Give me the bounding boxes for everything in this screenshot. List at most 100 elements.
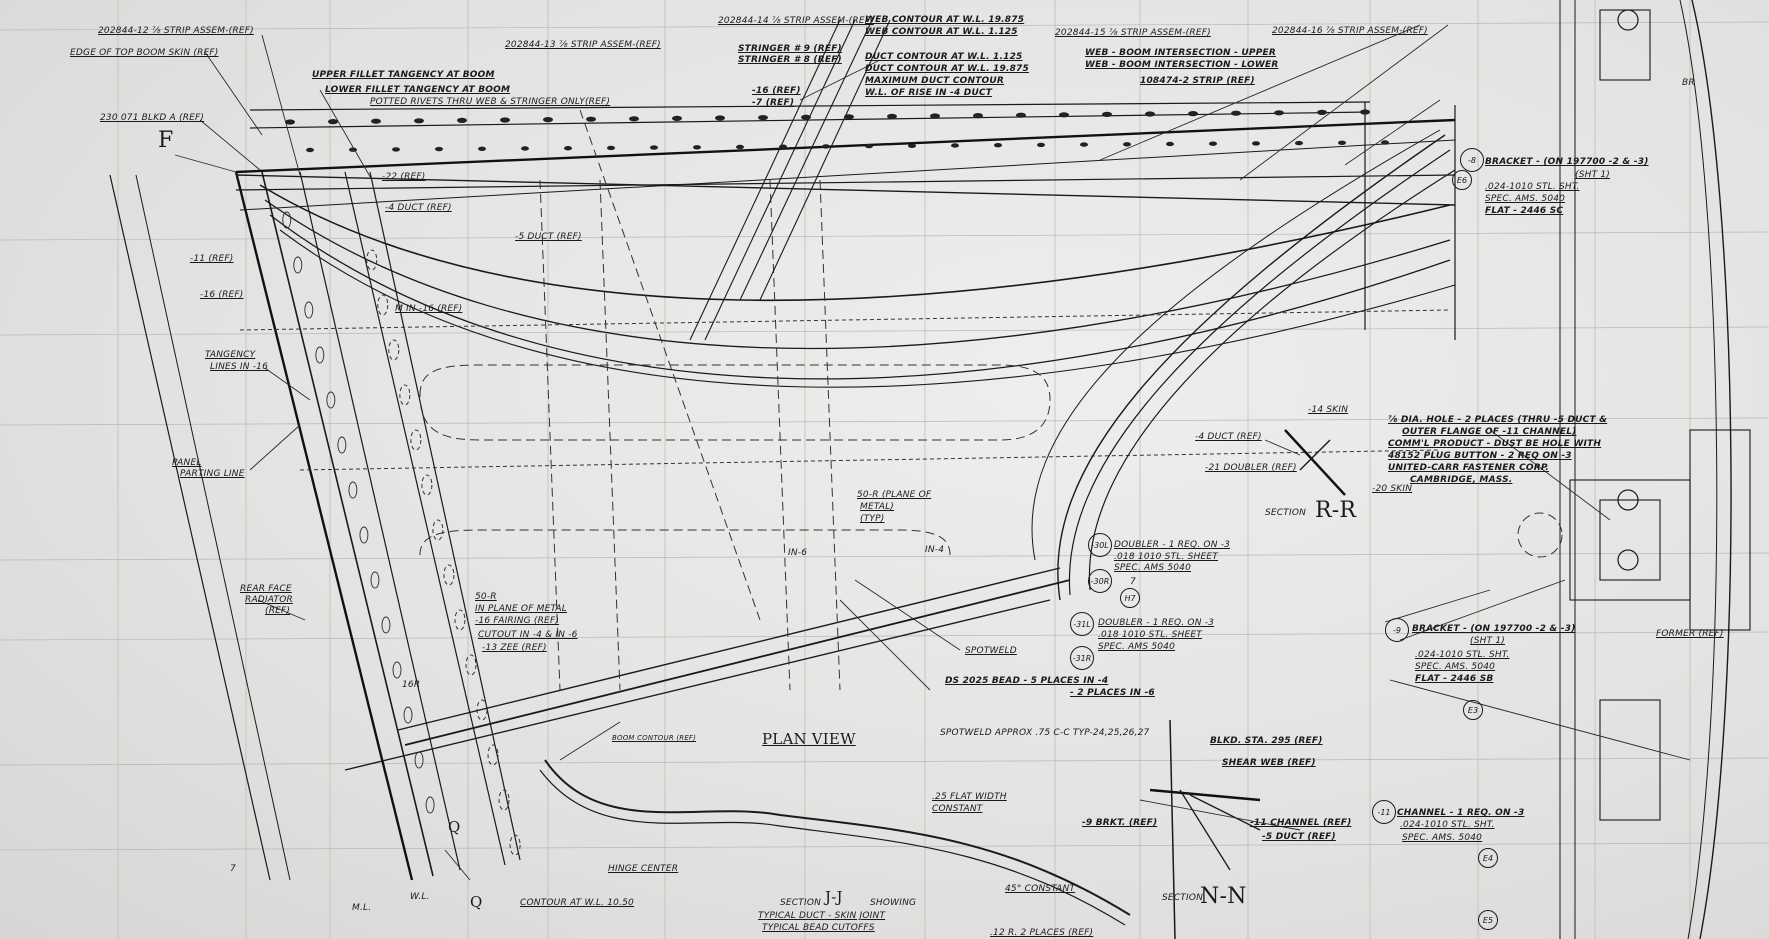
parting-line-label: PARTING LINE xyxy=(180,469,245,479)
ds-bead-1-label: DS 2025 BEAD - 5 PLACES IN -4 xyxy=(945,676,1109,686)
rivet xyxy=(293,256,303,274)
in4-label: IN-4 xyxy=(925,545,945,555)
ref-4duct-label: -4 DUCT (REF) xyxy=(385,203,452,213)
spotweld-label: SPOTWELD xyxy=(965,646,1017,656)
rivet xyxy=(629,116,639,122)
strip-16-label: 202844-16 ⅞ STRIP ASSEM-(REF) xyxy=(1272,26,1428,36)
ref-16b-label: -16 (REF) xyxy=(200,290,244,300)
rivet xyxy=(564,146,572,151)
hole-5-label: UNITED-CARR FASTENER CORP. xyxy=(1388,463,1549,473)
doubler-31-3-label: SPEC. AMS 5040 xyxy=(1098,642,1176,652)
in6-label: IN-6 xyxy=(788,548,808,558)
rivet xyxy=(366,249,378,271)
rivet xyxy=(487,744,499,766)
rivet xyxy=(478,146,486,151)
section-jj-4-label: TYPICAL DUCT - SKIN JOINT xyxy=(758,911,886,921)
web-boom-upper-label: WEB - BOOM INTERSECTION - UPPER xyxy=(1085,48,1276,58)
rivet xyxy=(392,147,400,152)
shear-web-label: SHEAR WEB (REF) xyxy=(1222,758,1316,768)
tangency-label: TANGENCY xyxy=(205,350,256,360)
hole-4-label: 48152 PLUG BUTTON - 2 REQ ON -3 xyxy=(1388,451,1572,461)
flange-f-label: F xyxy=(158,128,174,153)
ref-16-label: -16 (REF) xyxy=(752,86,801,96)
contour-wl-label: CONTOUR AT W.L. 10.50 xyxy=(520,898,634,908)
rivet xyxy=(285,119,295,125)
rivet xyxy=(421,474,433,496)
flat-width-1-label: .25 FLAT WIDTH xyxy=(932,792,1007,802)
wl-rise-label: W.L. OF RISE IN -4 DUCT xyxy=(865,88,993,98)
doubler-21-label: -21 DOUBLER (REF) xyxy=(1205,463,1297,473)
channel-3-label: SPEC. AMS. 5040 xyxy=(1402,833,1483,843)
rivet xyxy=(414,118,424,124)
rivet xyxy=(377,294,389,316)
plan-view-label: PLAN VIEW xyxy=(762,730,856,748)
blkd-label: 230 071 BLKD A (REF) xyxy=(100,113,205,123)
rivet xyxy=(1381,140,1389,145)
rivet-rows xyxy=(282,109,1389,856)
q-label: Q xyxy=(448,818,461,836)
bracket-9-2-label: (SHT 1) xyxy=(1470,636,1505,646)
callout-30l: -30L xyxy=(1088,533,1112,557)
doubler-30-1-label: DOUBLER - 1 REQ. ON -3 xyxy=(1114,540,1231,550)
rivet xyxy=(337,436,347,454)
bracket-8-4-label: SPEC. AMS. 5040 xyxy=(1485,194,1566,204)
bracket-9-4-label: SPEC. AMS. 5040 xyxy=(1415,662,1496,672)
rivet xyxy=(887,113,897,119)
rivet xyxy=(672,115,682,121)
ds-bead-2-label: - 2 PLACES IN -6 xyxy=(1070,688,1155,698)
rivet xyxy=(801,114,811,120)
lower-fillet-label: LOWER FILLET TANGENCY AT BOOM xyxy=(325,85,511,95)
rivet xyxy=(607,145,615,151)
rivet xyxy=(1080,142,1088,147)
tangency-lines-label: LINES IN -16 xyxy=(210,362,269,372)
rivet xyxy=(381,616,391,634)
rivet xyxy=(779,144,787,149)
rivet xyxy=(1188,111,1198,117)
boom-contour-label: BOOM CONTOUR (REF) xyxy=(612,734,697,742)
strip-14-label: 202844-14 ⅞ STRIP ASSEM-(REF) xyxy=(718,16,874,26)
section-rr-1-label: SECTION xyxy=(1265,508,1307,518)
rear-face-label: REAR FACE xyxy=(240,584,292,594)
duct-4b-label: -4 DUCT (REF) xyxy=(1195,432,1262,442)
constant-45-label: 45° CONSTANT xyxy=(1005,884,1076,894)
section-nn-2-label: N-N xyxy=(1200,884,1247,909)
bracket-8-1-label: BRACKET - (ON 197700 -2 & -3) xyxy=(1485,157,1649,167)
channel-11-label: -11 CHANNEL (REF) xyxy=(1250,818,1352,828)
bracket-9-3-label: .024-1010 STL. SHT. xyxy=(1415,650,1510,660)
skin-20-label: -20 SKIN xyxy=(1372,484,1413,494)
rivet xyxy=(304,301,314,319)
rivet xyxy=(432,519,444,541)
section-nn-detail xyxy=(1139,719,1301,939)
rivet xyxy=(328,119,338,125)
edge-top-boom-label: EDGE OF TOP BOOM SKIN (REF) xyxy=(70,48,219,58)
rivet xyxy=(715,115,725,121)
section-rr-detail xyxy=(1264,429,1346,496)
section-rr-2-label: R-R xyxy=(1315,498,1357,523)
bracket-8-5-label: FLAT - 2446 SC xyxy=(1485,206,1564,216)
doubler-30-2-label: .018 1010 STL. SHEET xyxy=(1114,552,1218,562)
hinge-center-label: HINGE CENTER xyxy=(608,864,679,874)
rivet xyxy=(457,117,467,123)
ref-11-label: -11 (REF) xyxy=(190,254,234,264)
leader-lines xyxy=(174,34,1611,691)
callout-8: -8 xyxy=(1460,148,1484,172)
rivet xyxy=(403,706,413,724)
stringers xyxy=(689,19,1449,341)
spotweld-approx-label: SPOTWELD APPROX .75 C-C TYP-24,25,26,27 xyxy=(940,728,1150,738)
rivet xyxy=(498,789,510,811)
rivet xyxy=(951,143,959,148)
places-12r-label: .12 R. 2 PLACES (REF) xyxy=(990,928,1094,938)
rivet xyxy=(282,211,292,229)
rivet xyxy=(736,144,744,150)
callout-9: -9 xyxy=(1385,618,1409,642)
web-boom-lower-label: WEB - BOOM INTERSECTION - LOWER xyxy=(1085,60,1279,70)
rivet xyxy=(348,481,358,499)
r50c-a-label: 50-R (PLANE OF xyxy=(857,490,932,500)
rivet xyxy=(388,339,400,361)
panel-label: PANEL xyxy=(172,458,202,468)
rivet xyxy=(1338,140,1346,145)
rivet xyxy=(1360,109,1370,115)
r16-label: 16R xyxy=(402,680,421,690)
potted-rivets-label: POTTED RIVETS THRU WEB & STRINGER ONLY(R… xyxy=(370,97,611,107)
bracket-9-5-label: FLAT - 2446 SB xyxy=(1415,674,1494,684)
